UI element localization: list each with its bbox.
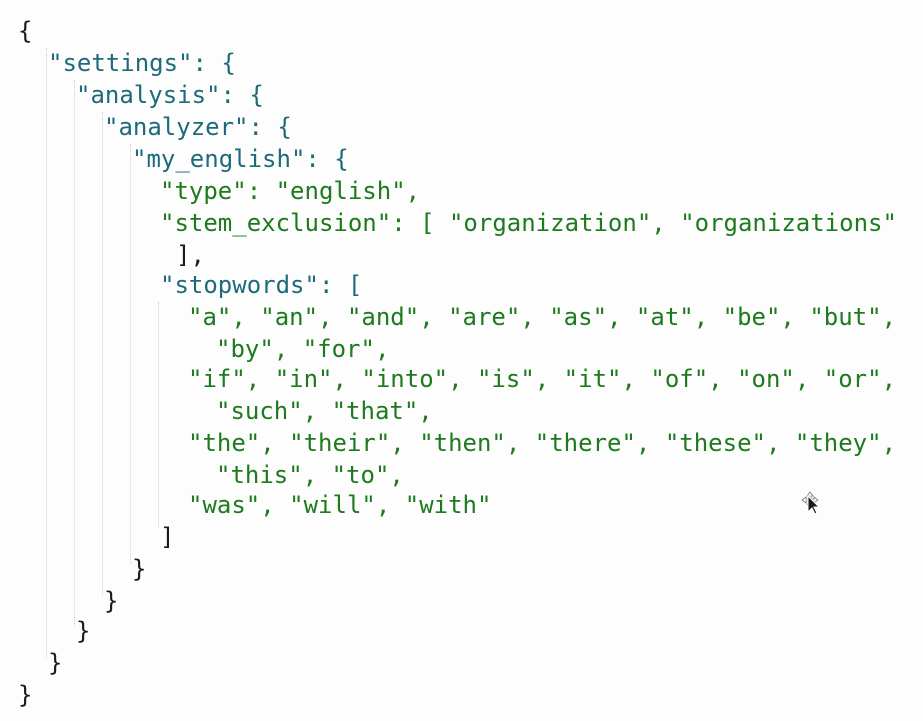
code-line: "stem_exclusion": [ "organization", "org… [160, 209, 897, 237]
code-line: "such", "that", [216, 397, 433, 425]
code-line: "analyzer": { [104, 113, 292, 141]
code-line: "was", "will", "with" [188, 491, 492, 519]
code-line: "type": "english", [160, 177, 421, 205]
code-line: "by", "for", [216, 335, 390, 363]
code-line: } [132, 555, 147, 583]
indent-guide [130, 144, 131, 564]
indent-guide [74, 80, 75, 626]
code-line: "if", "in", "into", "is", "it", "of", "o… [188, 365, 897, 393]
code-line: "analysis": { [76, 81, 264, 109]
move-cursor-icon [801, 491, 821, 515]
code-line: { [18, 17, 33, 45]
code-line: "settings": { [48, 49, 236, 77]
code-line: "a", "an", "and", "are", "as", "at", "be… [188, 303, 897, 331]
code-line: } [18, 681, 33, 709]
code-line: } [104, 587, 119, 615]
indent-guide [102, 112, 103, 596]
code-line: "stopwords": [ [160, 271, 363, 299]
code-line: "my_english": { [132, 145, 349, 173]
indent-guide [158, 302, 159, 528]
code-line: ], [176, 241, 205, 269]
code-line: } [76, 617, 91, 645]
code-line: ] [160, 523, 175, 551]
indent-guide [46, 48, 47, 658]
code-line: "this", "to", [216, 461, 404, 489]
code-line: } [48, 649, 63, 677]
code-line: "the", "their", "then", "there", "these"… [188, 429, 897, 457]
